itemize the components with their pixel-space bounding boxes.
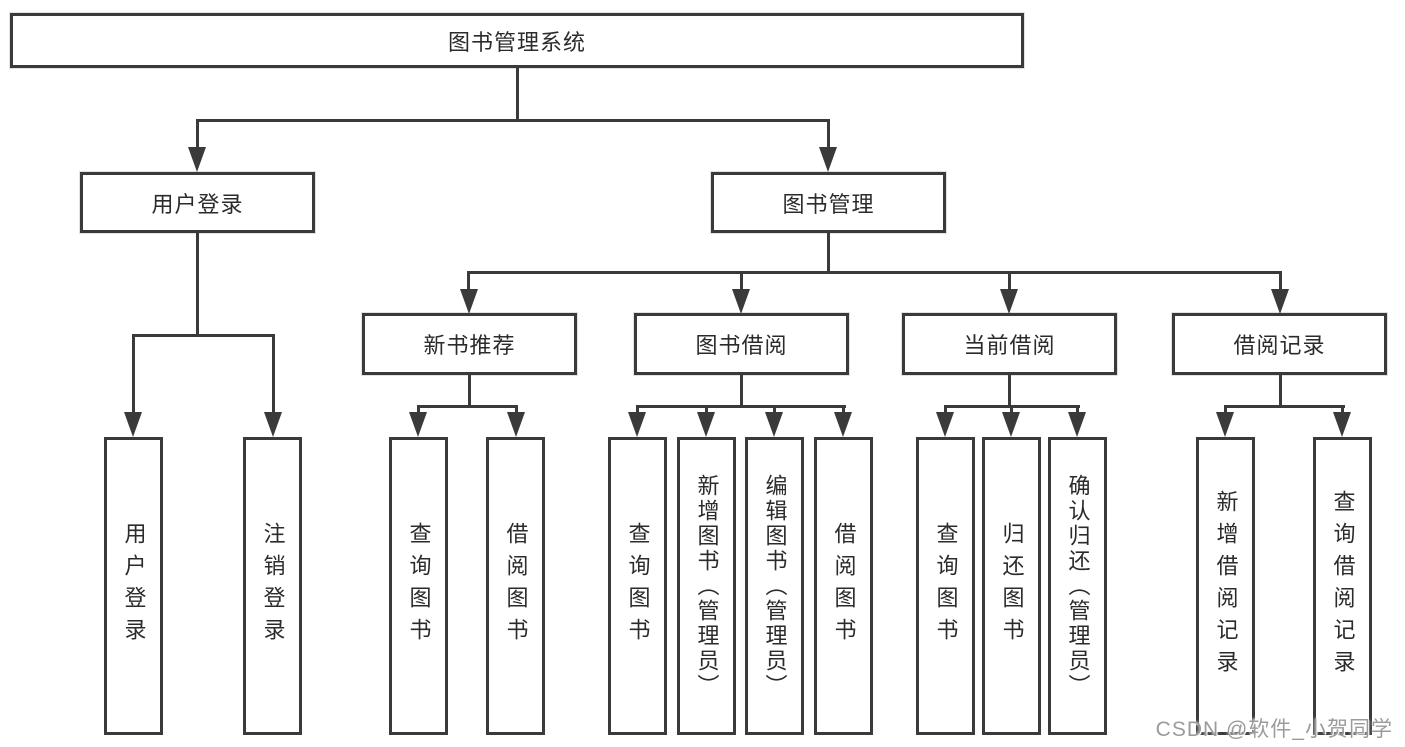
node-label: 当前借阅 xyxy=(963,333,1056,358)
leaf-query-books: 查询图书 xyxy=(916,437,975,735)
node-label: 新书推荐 xyxy=(423,333,516,358)
connector-line xyxy=(417,405,420,416)
connector-line xyxy=(705,405,708,416)
leaf-query-borrow-record: 查询借阅记录 xyxy=(1313,437,1372,735)
leaf-add-books-admin: 新增图书（管理员） xyxy=(677,437,736,735)
connector-line xyxy=(827,233,830,274)
node-user-login: 用户登录 xyxy=(80,172,315,233)
connector-line xyxy=(516,68,519,121)
leaf-add-borrow-record: 新增借阅记录 xyxy=(1196,437,1255,735)
connector-line xyxy=(417,405,518,408)
connector-line xyxy=(132,334,135,416)
arrowhead-down-icon xyxy=(765,412,783,437)
node-label: 借阅记录 xyxy=(1233,333,1326,358)
leaf-label: 注销登录 xyxy=(260,522,286,650)
node-label: 图书借阅 xyxy=(695,333,788,358)
node-new-book-recommend: 新书推荐 xyxy=(362,313,577,375)
arrowhead-down-icon xyxy=(697,412,715,437)
leaf-borrow-books: 借阅图书 xyxy=(814,437,873,735)
csdn-watermark: CSDN @软件_小贺同学 xyxy=(1155,718,1393,741)
leaf-borrow-books: 借阅图书 xyxy=(486,437,545,735)
arrowhead-down-icon xyxy=(628,412,646,437)
connector-line xyxy=(196,233,199,337)
node-book-management: 图书管理 xyxy=(711,172,946,233)
connector-line xyxy=(196,119,199,151)
connector-line xyxy=(467,271,470,293)
leaf-label: 确认归还（管理员） xyxy=(1065,473,1091,699)
connector-line xyxy=(1076,405,1079,416)
arrowhead-down-icon xyxy=(1216,412,1234,437)
arrowhead-down-icon xyxy=(819,147,837,172)
connector-line xyxy=(773,405,776,416)
arrowhead-down-icon xyxy=(124,412,142,437)
connector-line xyxy=(1224,405,1345,408)
connector-line xyxy=(1010,405,1013,416)
node-book-borrow: 图书借阅 xyxy=(634,313,849,375)
connector-line xyxy=(636,405,639,416)
leaf-label: 编辑图书（管理员） xyxy=(762,473,788,699)
leaf-edit-books-admin: 编辑图书（管理员） xyxy=(745,437,804,735)
leaf-label: 用户登录 xyxy=(121,522,147,650)
leaf-label: 查询图书 xyxy=(625,522,651,650)
connector-line xyxy=(515,405,518,416)
arrowhead-down-icon xyxy=(1002,412,1020,437)
connector-line xyxy=(1341,405,1344,416)
connector-line xyxy=(740,271,743,293)
connector-line xyxy=(468,375,471,408)
arrowhead-down-icon xyxy=(1000,289,1018,314)
node-borrow-record: 借阅记录 xyxy=(1172,313,1387,375)
leaf-label: 查询图书 xyxy=(406,522,432,650)
leaf-label: 借阅图书 xyxy=(831,522,857,650)
connector-line xyxy=(467,271,1282,274)
connector-line xyxy=(944,405,947,416)
node-label: 图书管理 xyxy=(782,191,875,217)
leaf-label: 新增借阅记录 xyxy=(1213,490,1239,682)
arrowhead-down-icon xyxy=(1068,412,1086,437)
leaf-confirm-return-admin: 确认归还（管理员） xyxy=(1048,437,1107,735)
leaf-query-books: 查询图书 xyxy=(389,437,448,735)
arrowhead-down-icon xyxy=(834,412,852,437)
node-current-borrow: 当前借阅 xyxy=(902,313,1117,375)
leaf-label: 查询借阅记录 xyxy=(1330,490,1356,682)
connector-line xyxy=(827,119,830,151)
connector-line xyxy=(740,375,743,408)
connector-line xyxy=(1008,271,1011,293)
connector-line xyxy=(272,334,275,416)
connector-line xyxy=(1279,271,1282,293)
leaf-label: 归还图书 xyxy=(999,522,1025,650)
connector-line xyxy=(132,334,275,337)
connector-line xyxy=(636,405,846,408)
arrowhead-down-icon xyxy=(936,412,954,437)
leaf-label: 新增图书（管理员） xyxy=(694,473,720,699)
connector-line xyxy=(1224,405,1227,416)
leaf-label: 借阅图书 xyxy=(503,522,529,650)
connector-line xyxy=(842,405,845,416)
arrowhead-down-icon xyxy=(264,412,282,437)
node-label: 图书管理系统 xyxy=(447,29,586,55)
arrowhead-down-icon xyxy=(460,289,478,314)
leaf-query-books: 查询图书 xyxy=(608,437,667,735)
connector-line xyxy=(1279,375,1282,408)
node-root-library-system: 图书管理系统 xyxy=(10,13,1024,68)
connector-line xyxy=(196,119,830,122)
leaf-return-books: 归还图书 xyxy=(982,437,1041,735)
leaf-logout: 注销登录 xyxy=(243,437,302,735)
arrowhead-down-icon xyxy=(507,412,525,437)
connector-line xyxy=(1008,375,1011,408)
arrowhead-down-icon xyxy=(409,412,427,437)
leaf-user-login: 用户登录 xyxy=(104,437,163,735)
arrowhead-down-icon xyxy=(1333,412,1351,437)
node-label: 用户登录 xyxy=(151,191,244,217)
arrowhead-down-icon xyxy=(732,289,750,314)
arrowhead-down-icon xyxy=(1271,289,1289,314)
arrowhead-down-icon xyxy=(188,147,206,172)
leaf-label: 查询图书 xyxy=(933,522,959,650)
